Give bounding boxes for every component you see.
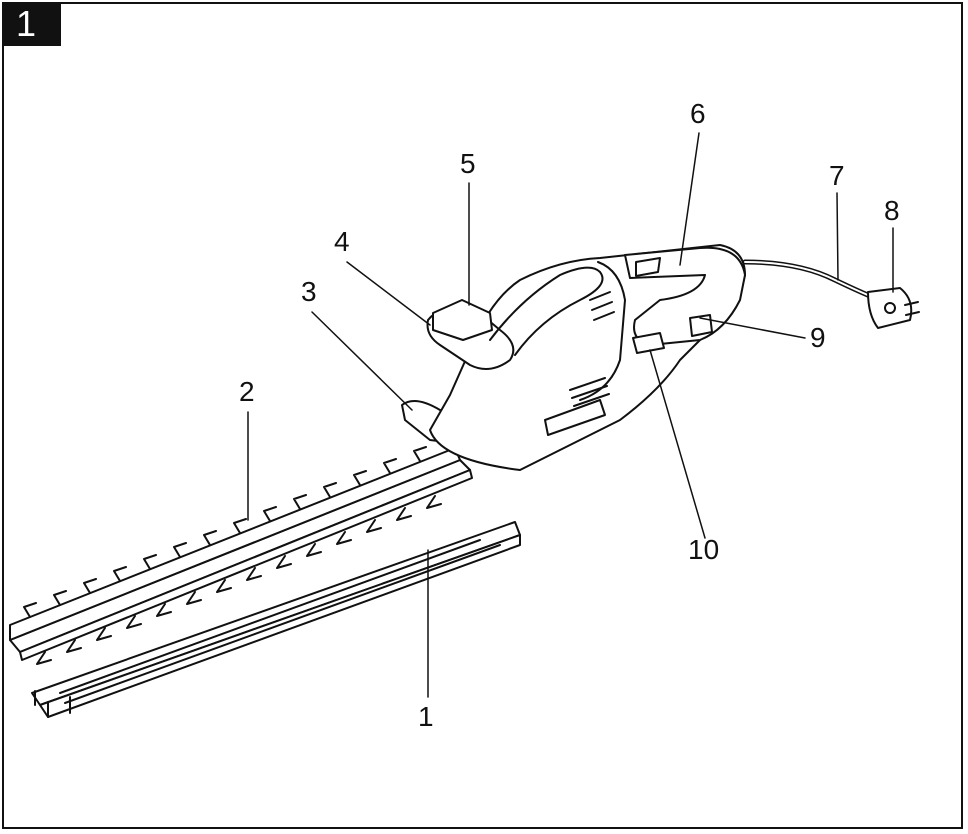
power-cord-core: [744, 261, 876, 299]
front-handle-grip: [489, 266, 604, 356]
callout-2-blade: 2: [239, 376, 255, 407]
power-plug: [867, 287, 920, 329]
switch-button: [432, 299, 493, 341]
callout-10-switch-lever: 10: [688, 534, 720, 565]
blade-teeth-upper: [23, 446, 427, 618]
callout-8-plug: 8: [884, 195, 900, 226]
callout-3-hand-guard: 3: [301, 276, 317, 307]
blade: [9, 446, 473, 665]
callout-4-front-handle: 4: [334, 226, 350, 257]
blade-teeth-lower: [36, 495, 442, 665]
blade-cover: [31, 521, 521, 718]
callout-7-power-cord: 7: [829, 160, 845, 191]
callout-1-blade-cover: 1: [418, 701, 434, 732]
callout-6-rear-handle: 6: [690, 98, 706, 129]
callout-9-switch-trigger: 9: [810, 322, 826, 353]
switch-trigger: [689, 314, 713, 337]
power-cord: [742, 259, 878, 301]
leader-lines: [247, 132, 894, 698]
switch-lever: [632, 332, 665, 354]
lock-off-button: [635, 257, 661, 277]
callout-5-switch-button: 5: [460, 148, 476, 179]
figure-number-badge: 1: [2, 2, 61, 46]
